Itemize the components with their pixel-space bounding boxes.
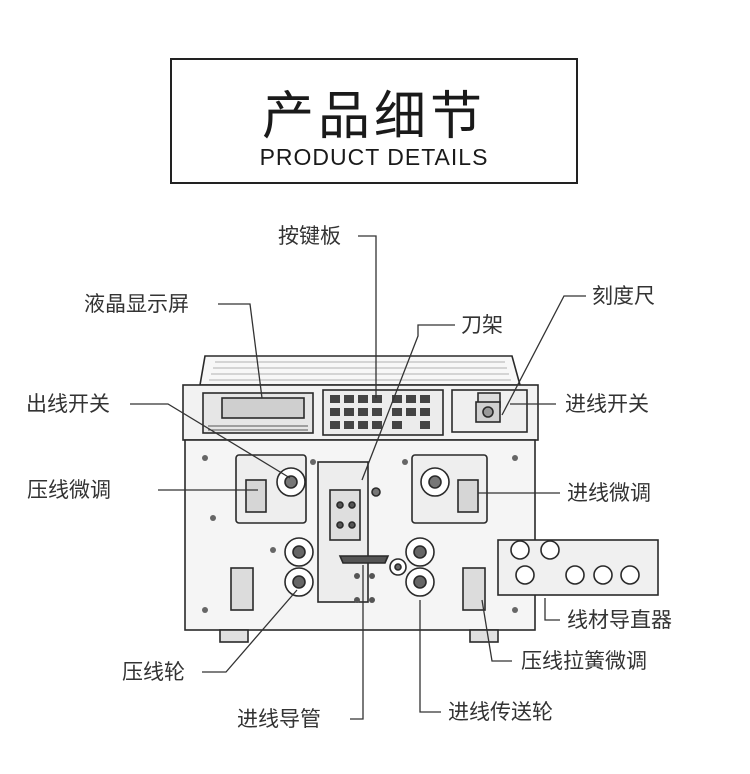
label-inlet-tube: 进线导管 <box>237 707 321 731</box>
label-inlet-fine-adjust: 进线微调 <box>567 481 651 505</box>
label-press-wheel: 压线轮 <box>122 660 185 684</box>
label-blade-holder: 刀架 <box>461 313 503 337</box>
page-title: 产品细节 <box>261 87 486 147</box>
label-scale: 刻度尺 <box>592 284 655 308</box>
label-outlet-switch: 出线开关 <box>26 392 110 416</box>
label-lcd: 液晶显示屏 <box>84 292 189 316</box>
label-inlet-switch: 进线开关 <box>565 392 649 416</box>
label-press-fine-adjust: 压线微调 <box>27 478 111 502</box>
page-subtitle: PRODUCT DETAILS <box>259 144 489 170</box>
label-press-spring-adjust: 压线拉簧微调 <box>521 649 647 673</box>
label-keypad: 按键板 <box>278 224 341 248</box>
label-inlet-feed-wheel: 进线传送轮 <box>448 700 553 724</box>
title-box: 产品细节 PRODUCT DETAILS <box>170 58 578 184</box>
label-wire-straightener: 线材导直器 <box>567 608 672 632</box>
